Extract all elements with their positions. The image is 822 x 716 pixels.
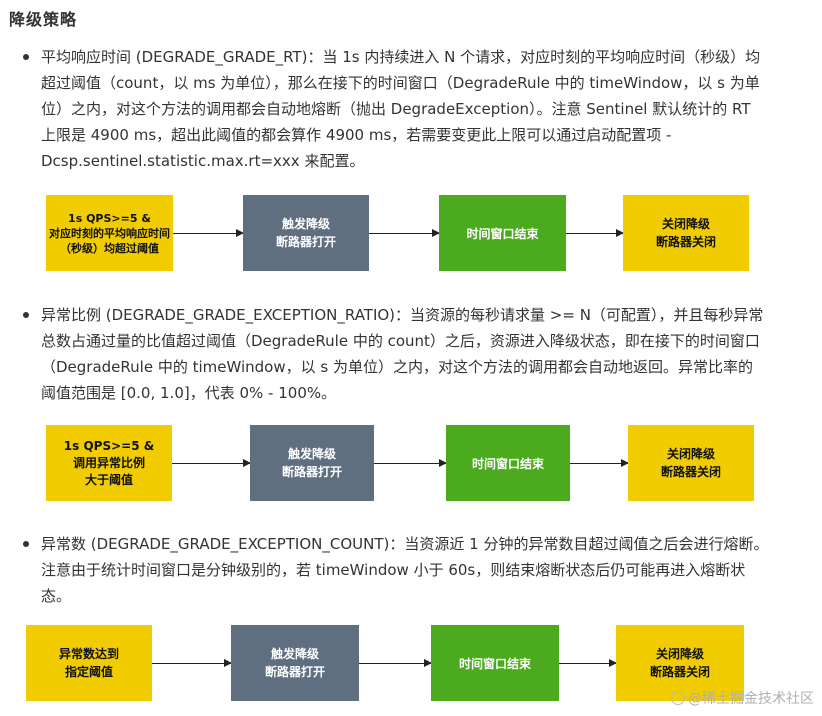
flow-box-window-end: 时间窗口结束 [439,195,566,271]
flow-box-breaker-open: 触发降级 断路器打开 [243,195,369,271]
flow-box-breaker-close: 关闭降级 断路器关闭 [623,195,749,271]
watermark: @稀土掘金技术社区 [671,688,814,708]
flow-box-window-end: 时间窗口结束 [431,625,559,701]
flow-box-breaker-open: 触发降级 断路器打开 [231,625,359,701]
paragraph-exception-ratio: 异常比例 (DEGRADE_GRADE_EXCEPTION_RATIO)：当资源… [41,306,764,402]
flow-box-trigger-condition: 异常数达到 指定阈值 [26,625,152,701]
flow-box-breaker-close: 关闭降级 断路器关闭 [628,425,754,501]
bullet-rt [23,54,29,60]
flow-arrow [369,229,440,237]
section-heading: 降级策略 [9,10,78,29]
paragraph-rt: 平均响应时间 (DEGRADE_GRADE_RT)：当 1s 内持续进入 N 个… [41,48,761,170]
watermark-text: @稀土掘金技术社区 [688,691,814,707]
flow-box-trigger-condition: 1s QPS>=5 & 对应时刻的平均响应时间 （秒级）均超过阈值 [46,195,173,271]
flow-box-trigger-condition: 1s QPS>=5 & 调用异常比例 大于阈值 [46,425,172,501]
flow-arrow [570,459,629,467]
flow-arrow [152,659,232,667]
flow-box-breaker-close: 关闭降级 断路器关闭 [616,625,744,701]
bullet-exception-ratio [23,312,29,318]
flow-arrow [173,229,244,237]
flow-arrow [374,459,447,467]
paragraph-exception-count: 异常数 (DEGRADE_GRADE_EXCEPTION_COUNT)：当资源近… [41,535,769,605]
flow-arrow [566,229,624,237]
flow-arrow [359,659,432,667]
flow-arrow [172,459,251,467]
flow-box-window-end: 时间窗口结束 [446,425,570,501]
bullet-exception-count [23,541,29,547]
flow-box-breaker-open: 触发降级 断路器打开 [250,425,374,501]
flow-arrow [559,659,617,667]
juejin-logo-icon [671,691,685,705]
